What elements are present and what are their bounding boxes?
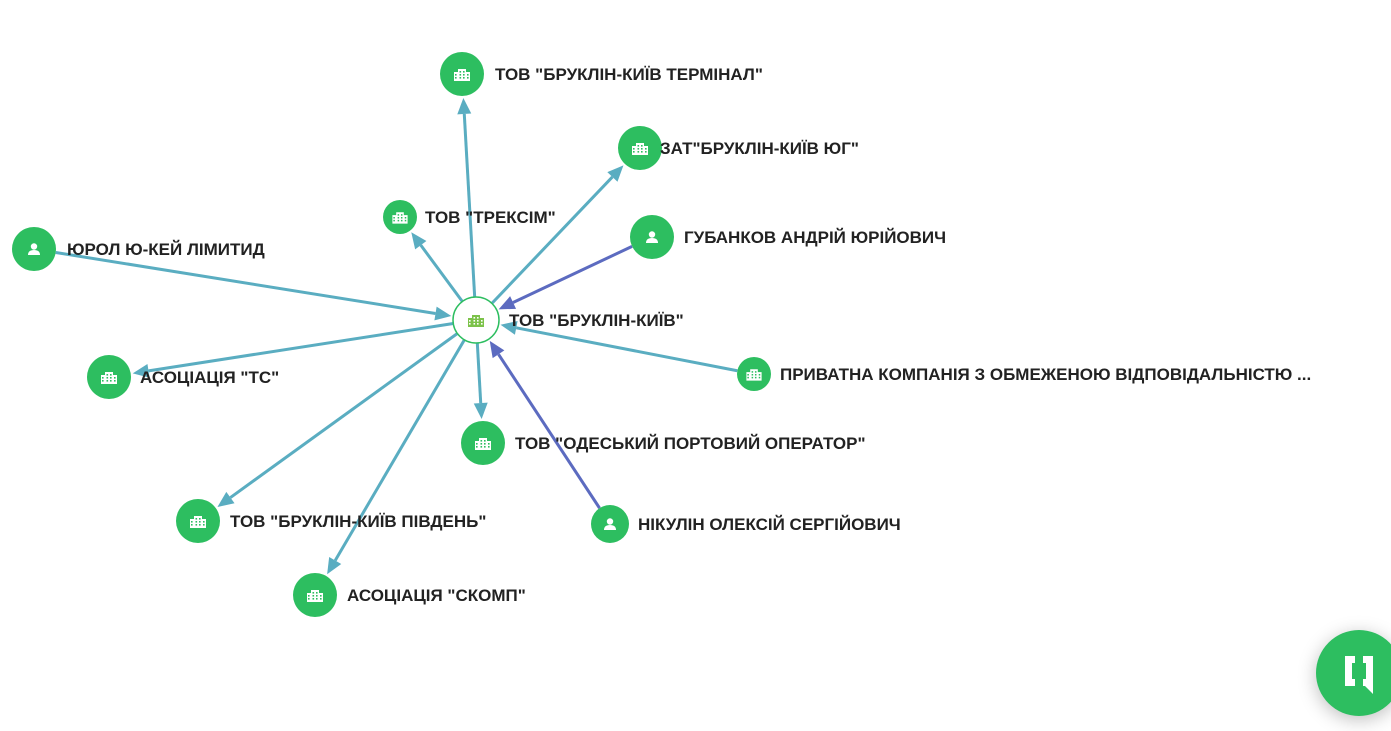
edge-line (229, 332, 459, 499)
edge-line (497, 353, 601, 509)
edge-line (462, 113, 477, 298)
node-label: ТОВ "БРУКЛІН-КИЇВ ПІВДЕНЬ" (230, 512, 486, 531)
node-nikulin[interactable]: НІКУЛІН ОЛЕКСІЙ СЕРГІЙОВИЧ (591, 505, 901, 543)
node-pivden[interactable]: ТОВ "БРУКЛІН-КИЇВ ПІВДЕНЬ" (176, 499, 486, 543)
node-label: ЗАТ"БРУКЛІН-КИЇВ ЮГ" (660, 139, 859, 158)
arrowhead-icon (411, 232, 427, 250)
arrowhead-icon (498, 296, 517, 310)
edge-nikulin-center[interactable] (489, 340, 601, 509)
person-icon (28, 243, 40, 255)
building-icon (475, 438, 491, 450)
node-label: НІКУЛІН ОЛЕКСІЙ СЕРГІЙОВИЧ (638, 515, 901, 534)
node-private[interactable]: ПРИВАТНА КОМПАНІЯ З ОБМЕЖЕНОЮ ВІДПОВІДАЛ… (737, 357, 1311, 391)
node-label: АСОЦІАЦІЯ "ТС" (140, 368, 279, 387)
edge-line (490, 175, 614, 305)
node-label: ЮРОЛ Ю-КЕЙ ЛІМИТИД (67, 240, 265, 259)
arrowhead-icon (607, 165, 624, 182)
edge-yurol-center[interactable] (55, 251, 452, 321)
edge-line (419, 244, 464, 303)
node-odesa[interactable]: ТОВ "ОДЕСЬКИЙ ПОРТОВИЙ ОПЕРАТОР" (461, 421, 866, 465)
node-tc[interactable]: АСОЦІАЦІЯ "ТС" (87, 355, 279, 399)
edge-hubankov-center[interactable] (498, 245, 633, 310)
arrowhead-icon (327, 556, 342, 575)
edge-center-tc[interactable] (132, 322, 454, 378)
node-label: ГУБАНКОВ АНДРІЙ ЮРІЙОВИЧ (684, 228, 946, 247)
node-treksim[interactable]: ТОВ "ТРЕКСІМ" (383, 200, 556, 234)
nodes-layer: ТОВ "БРУКЛІН-КИЇВ ТЕРМІНАЛ" ЗАТ"БРУКЛІН-К… (12, 52, 1311, 617)
edge-center-treksim[interactable] (411, 232, 464, 303)
person-icon (604, 518, 616, 530)
building-icon (307, 590, 323, 602)
building-icon (392, 212, 408, 224)
edge-center-yug[interactable] (490, 165, 624, 305)
node-label: ТОВ "ТРЕКСІМ" (425, 208, 556, 227)
node-label: ТОВ "ОДЕСЬКИЙ ПОРТОВИЙ ОПЕРАТОР" (515, 434, 866, 453)
node-label: ТОВ "БРУКЛІН-КИЇВ ТЕРМІНАЛ" (495, 65, 763, 84)
arrowhead-icon (434, 306, 452, 321)
node-terminal[interactable]: ТОВ "БРУКЛІН-КИЇВ ТЕРМІНАЛ" (440, 52, 763, 96)
node-yug[interactable]: ЗАТ"БРУКЛІН-КИЇВ ЮГ" (618, 126, 859, 170)
building-icon (190, 516, 206, 528)
building-icon (101, 372, 117, 384)
node-label: ТОВ "БРУКЛІН-КИЇВ" (509, 311, 684, 330)
edge-line (55, 251, 436, 315)
arrowhead-icon (500, 320, 518, 335)
edge-center-skomp[interactable] (327, 339, 466, 575)
node-label: АСОЦІАЦІЯ "СКОМП" (347, 586, 526, 605)
node-label: ПРИВАТНА КОМПАНІЯ З ОБМЕЖЕНОЮ ВІДПОВІДАЛ… (780, 365, 1311, 384)
node-yurol[interactable]: ЮРОЛ Ю-КЕЙ ЛІМИТИД (12, 227, 265, 271)
edge-line (148, 322, 454, 373)
person-icon (646, 231, 658, 243)
arrowhead-icon (489, 340, 505, 359)
edge-line (515, 326, 738, 373)
arrowhead-icon (217, 491, 235, 507)
edge-center-terminal[interactable] (457, 97, 477, 298)
edge-line (512, 245, 633, 304)
edge-private-center[interactable] (500, 320, 738, 373)
edge-center-odesa[interactable] (473, 342, 488, 420)
node-center[interactable]: ТОВ "БРУКЛІН-КИЇВ" (452, 296, 684, 344)
edge-line (475, 342, 483, 404)
edge-center-pivden[interactable] (217, 332, 459, 507)
building-icon (468, 315, 484, 327)
node-hubankov[interactable]: ГУБАНКОВ АНДРІЙ ЮРІЙОВИЧ (630, 215, 946, 259)
edges-layer (55, 97, 738, 575)
chat-button[interactable] (1316, 630, 1391, 716)
node-skomp[interactable]: АСОЦІАЦІЯ "СКОМП" (293, 573, 526, 617)
arrowhead-icon (132, 363, 150, 378)
arrowhead-icon (473, 402, 488, 420)
edge-line (333, 339, 466, 562)
building-icon (454, 69, 470, 81)
chat-bracket-icon (1345, 656, 1373, 694)
arrowhead-icon (457, 97, 472, 115)
building-icon (632, 143, 648, 155)
